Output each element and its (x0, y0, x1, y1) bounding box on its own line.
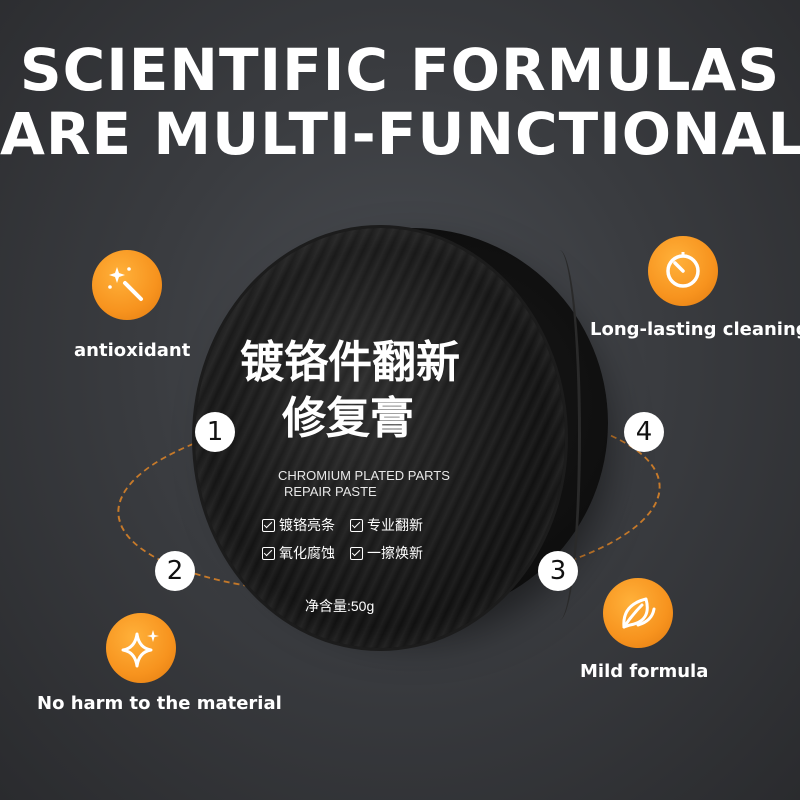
check-item: 专业翻新 (350, 515, 440, 535)
headline: SCIENTIFIC FORMULAS ARE MULTI-FUNCTIONAL (0, 38, 800, 166)
check-item: 镀铬亮条 (262, 515, 350, 535)
product-english-line1: CHROMIUM PLATED PARTS (278, 468, 450, 483)
checkbox-icon (350, 546, 363, 560)
product-title: 镀铬件翻新 修复膏 (240, 335, 470, 447)
sparkle-icon (121, 630, 159, 668)
checkbox-icon (262, 546, 275, 560)
marker-2: 2 (155, 551, 195, 591)
no-harm-badge (106, 613, 176, 683)
timer-icon (666, 252, 700, 288)
long-lasting-badge (648, 236, 718, 306)
net-weight: 净含量:50g (305, 598, 375, 614)
mild-formula-badge (603, 578, 673, 648)
leaf-icon (622, 597, 656, 629)
checkbox-icon (350, 518, 363, 532)
marker-4: 4 (624, 412, 664, 452)
product-tin-rim (538, 250, 581, 620)
check-item: 氧化腐蚀 (262, 543, 350, 563)
long-lasting-label: Long-lasting cleaning (590, 319, 800, 340)
product-tin-lid (192, 225, 568, 651)
no-harm-label: No harm to the material (37, 693, 282, 714)
checkbox-icon (262, 518, 275, 532)
mild-formula-label: Mild formula (580, 661, 709, 682)
product-title-line1: 镀铬件翻新 (240, 337, 460, 388)
marker-3: 3 (538, 551, 578, 591)
antioxidant-label: antioxidant (74, 340, 191, 361)
headline-line1: SCIENTIFIC FORMULAS (19, 36, 781, 104)
marker-1: 1 (195, 412, 235, 452)
product-title-line2: 修复膏 (282, 393, 414, 444)
magic-wand-icon (108, 267, 143, 301)
headline-line2: ARE MULTI-FUNCTIONAL (0, 100, 800, 168)
check-item: 一擦焕新 (350, 543, 440, 563)
product-english-name: CHROMIUM PLATED PARTS REPAIR PASTE (278, 468, 450, 500)
product-english-line2: REPAIR PASTE (284, 484, 377, 499)
antioxidant-badge (92, 250, 162, 320)
product-checklist: 镀铬亮条 专业翻新 氧化腐蚀 一擦焕新 (262, 515, 442, 563)
